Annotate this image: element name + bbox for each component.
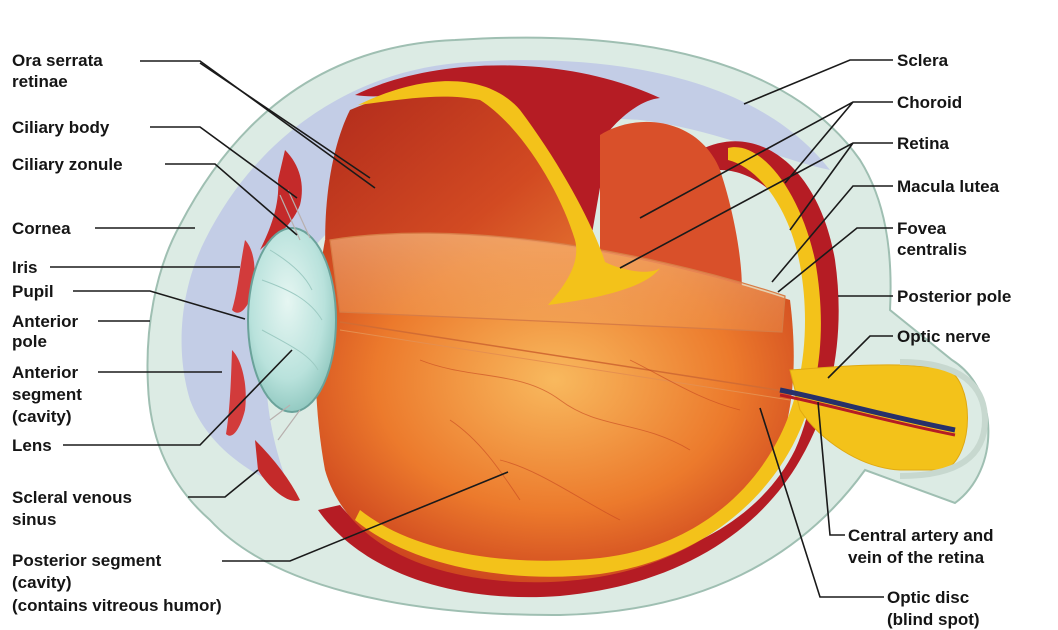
label-anterior-pole-2: pole [12, 332, 47, 351]
lens-shape [248, 228, 336, 412]
label-iris: Iris [12, 258, 38, 277]
label-anterior-pole-1: Anterior [12, 312, 79, 331]
label-ciliary-body: Ciliary body [12, 118, 110, 137]
label-ciliary-zonule: Ciliary zonule [12, 155, 123, 174]
label-posterior-segment-1: Posterior segment [12, 551, 162, 570]
label-optic-nerve: Optic nerve [897, 327, 991, 346]
label-posterior-segment-2: (cavity) [12, 573, 72, 592]
label-central-artery-2: vein of the retina [848, 548, 985, 567]
label-anterior-segment-2: segment [12, 385, 82, 404]
label-anterior-segment-3: (cavity) [12, 407, 72, 426]
label-pupil: Pupil [12, 282, 54, 301]
label-ora-serrata-2: retinae [12, 72, 68, 91]
label-scleral-venous-1: Scleral venous [12, 488, 132, 507]
label-sclera: Sclera [897, 51, 949, 70]
label-cornea: Cornea [12, 219, 71, 238]
label-ora-serrata-1: Ora serrata [12, 51, 103, 70]
label-posterior-pole: Posterior pole [897, 287, 1011, 306]
label-optic-disc-1: Optic disc [887, 588, 969, 607]
label-fovea-1: Fovea [897, 219, 947, 238]
label-central-artery-1: Central artery and [848, 526, 994, 545]
label-macula-lutea: Macula lutea [897, 177, 1000, 196]
label-scleral-venous-2: sinus [12, 510, 56, 529]
label-anterior-segment-1: Anterior [12, 363, 79, 382]
label-fovea-2: centralis [897, 240, 967, 259]
label-retina: Retina [897, 134, 950, 153]
label-posterior-segment-3: (contains vitreous humor) [12, 596, 222, 615]
label-choroid: Choroid [897, 93, 962, 112]
label-lens: Lens [12, 436, 52, 455]
label-optic-disc-2: (blind spot) [887, 610, 980, 629]
